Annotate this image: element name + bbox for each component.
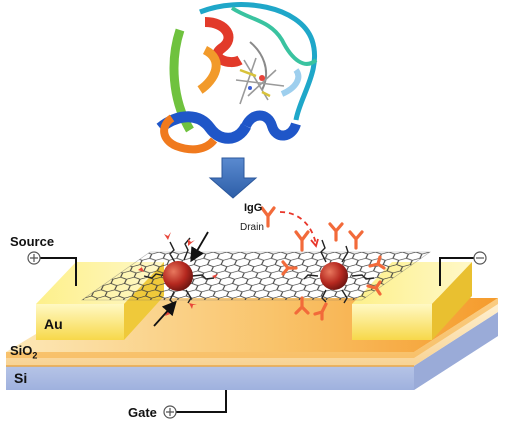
si-label: Si	[14, 370, 28, 386]
au-label: Au	[44, 316, 63, 332]
binding-dashed-arrow	[279, 211, 317, 245]
nanoparticle-right	[303, 239, 375, 304]
drain-label: Drain	[240, 222, 264, 233]
sio2-label-base: SiO	[10, 343, 33, 358]
gate-label: Gate	[128, 405, 157, 420]
protein-structure-illustration	[156, 2, 318, 154]
igg-label: IgG	[244, 202, 263, 214]
gate-wire	[163, 390, 227, 419]
pointer-arrow-upper	[190, 231, 209, 263]
antibody-free	[260, 206, 276, 228]
drain-wire	[439, 251, 487, 286]
source-wire	[27, 251, 77, 286]
source-label: Source	[10, 234, 55, 249]
sio2-label: SiO2	[10, 343, 37, 361]
sio2-label-subscript: 2	[32, 350, 38, 361]
si-layer	[6, 312, 498, 390]
process-down-arrow	[208, 157, 258, 199]
pointer-arrow-lower	[153, 300, 177, 327]
antibodies	[260, 206, 386, 321]
